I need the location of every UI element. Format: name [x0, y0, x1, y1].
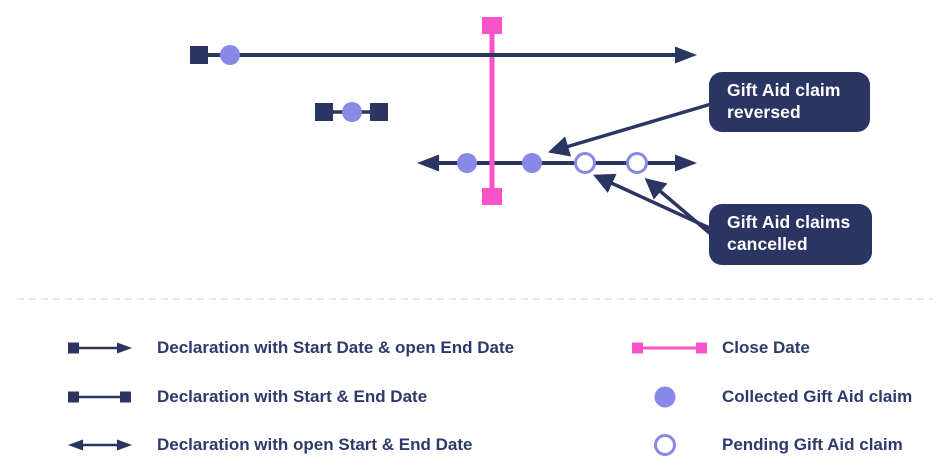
collected-claim-icon: [654, 386, 676, 408]
legend-label: Declaration with Start & End Date: [157, 387, 428, 406]
legend-item-declaration-start-open-end: Declaration with Start Date & open End D…: [68, 332, 514, 364]
declaration-start-open-end-icon: [68, 342, 132, 354]
legend-label: Declaration with Start Date & open End D…: [157, 338, 515, 357]
reversed-annotation-arrow: [547, 100, 719, 157]
declaration-open-start-end-icon: [68, 439, 132, 451]
pending-claim-icon: [654, 434, 676, 456]
open-start-arrowhead-icon: [417, 154, 439, 172]
cancelled-annotation-arrow-2: [644, 177, 721, 243]
start-date-square-icon: [190, 46, 208, 64]
collected-claim-dot: [457, 153, 477, 173]
legend-item-pending-claim: Pending Gift Aid claim: [632, 429, 903, 461]
start-date-square-icon: [315, 103, 333, 121]
legend-label: Pending Gift Aid claim: [722, 435, 903, 454]
callout-arrows: [547, 100, 721, 243]
open-end-arrowhead-icon: [675, 154, 697, 172]
pending-claim-dot: [574, 152, 596, 174]
bottom-timeline-claims: [457, 152, 648, 174]
close-date-marker: [482, 17, 502, 205]
timeline-canvas: [17, 17, 933, 300]
collected-claim-dot: [220, 45, 240, 65]
collected-claim-dot: [522, 153, 542, 173]
end-date-square-icon: [370, 103, 388, 121]
timeline-start-end: [315, 102, 388, 122]
close-date-top-square-icon: [482, 17, 502, 34]
open-end-arrowhead-icon: [675, 46, 697, 64]
legend-item-declaration-open-start-end: Declaration with open Start & End Date: [68, 429, 473, 461]
legend-label: Close Date: [722, 338, 810, 357]
declaration-start-end-icon: [68, 391, 131, 403]
close-date-icon: [632, 342, 707, 354]
legend-item-close-date: Close Date: [632, 332, 810, 364]
legend-label: Collected Gift Aid claim: [722, 387, 913, 406]
collected-claim-dot: [342, 102, 362, 122]
legend-label: Declaration with open Start & End Date: [157, 435, 473, 454]
legend-item-collected-claim: Collected Gift Aid claim: [632, 381, 912, 413]
callout-gift-aid-claims-cancelled: Gift Aid claims cancelled: [709, 204, 872, 265]
pending-claim-dot: [626, 152, 648, 174]
timeline-start-open-end: [190, 45, 697, 65]
callout-gift-aid-claim-reversed: Gift Aid claim reversed: [709, 72, 870, 132]
legend-item-declaration-start-end: Declaration with Start & End Date: [68, 381, 427, 413]
close-date-bottom-square-icon: [482, 188, 502, 205]
